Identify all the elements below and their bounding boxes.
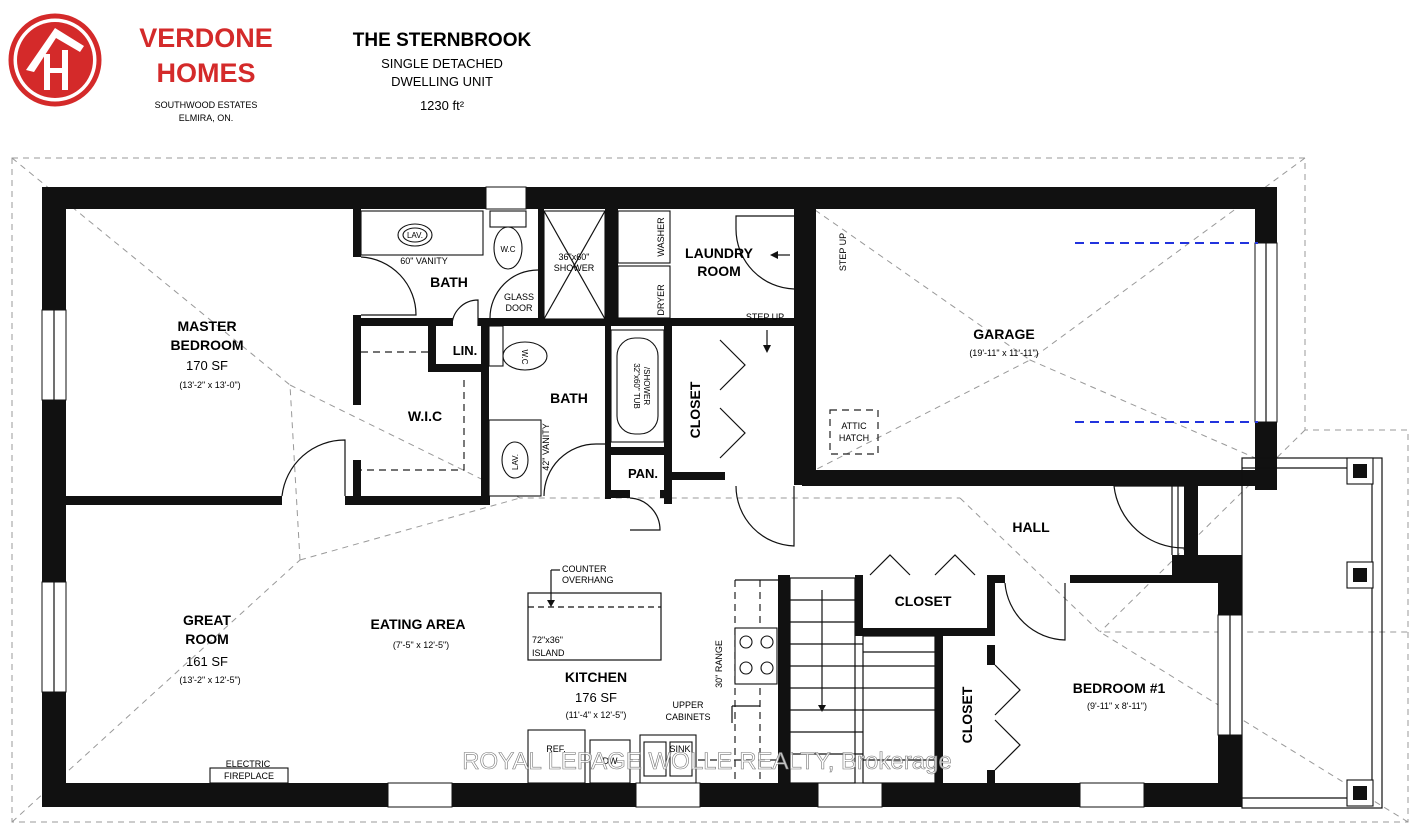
brokerage-watermark: ROYAL LEPAGE WOLLE REALTY, Brokerage	[462, 748, 952, 775]
location-line1: SOUTHWOOD ESTATES	[155, 100, 258, 110]
garage-features	[829, 242, 1258, 455]
vanity60-label: 60" VANITY	[400, 256, 448, 266]
vanity42-label: 42" VANITY	[541, 423, 551, 471]
laundry-name-line2: ROOM	[697, 263, 741, 279]
door-swings	[281, 215, 1185, 771]
step-up-garage-label: STEP UP	[838, 233, 848, 271]
great-room-name-line2: ROOM	[185, 631, 229, 647]
glass-door-line2: DOOR	[506, 303, 534, 313]
shower-label-line1: 36"x60"	[559, 252, 590, 262]
garage-name: GARAGE	[973, 326, 1034, 342]
ensuite-fixtures	[360, 210, 606, 320]
dishwasher-label: DW	[603, 756, 618, 766]
shower-label-line2: SHOWER	[554, 263, 595, 273]
laundry-fixtures	[617, 210, 790, 319]
brand-name-line2: HOMES	[156, 58, 255, 88]
sink-label: SINK	[669, 744, 690, 754]
model-type-line2: DWELLING UNIT	[391, 74, 493, 89]
pantry-name: PAN.	[628, 466, 658, 481]
garage-dims: (19'-11" x 11'-11")	[969, 348, 1038, 358]
attic-hatch-line1: ATTIC	[841, 421, 867, 431]
model-type-line1: SINGLE DETACHED	[381, 56, 503, 71]
main-bath-fixtures	[488, 325, 771, 497]
master-bedroom-dims: (13'-2" x 13'-0")	[179, 380, 240, 390]
ensuite-wc-label: W.C	[500, 245, 515, 254]
attic-hatch-line2: HATCH	[839, 433, 869, 443]
range-label: 30" RANGE	[714, 640, 724, 688]
staircase	[789, 577, 936, 784]
dryer-label: DRYER	[656, 284, 666, 316]
upper-cabinets-line2: CABINETS	[665, 712, 710, 722]
kitchen-fixtures	[209, 569, 778, 784]
fireplace-label-line2: FIREPLACE	[224, 771, 274, 781]
wic-name: W.I.C	[408, 408, 442, 424]
island-label-line1: 72"x36"	[532, 635, 563, 645]
island-label-line2: ISLAND	[532, 648, 565, 658]
bedroom1-name: BEDROOM #1	[1073, 680, 1166, 696]
fridge-label: REF.	[546, 744, 566, 754]
glass-door-line1: GLASS	[504, 292, 534, 302]
washer-label: WASHER	[656, 217, 666, 257]
brand-name-line1: VERDONE	[139, 23, 273, 53]
counter-overhang-line2: OVERHANG	[562, 575, 614, 585]
kitchen-dims: (11'-4" x 12'-5")	[566, 710, 627, 720]
main-bath-name: BATH	[550, 390, 588, 406]
main-lav-label: LAV.	[511, 454, 520, 470]
great-room-area: 161 SF	[186, 654, 228, 669]
tub-label-line2: /SHOWER	[642, 367, 651, 405]
master-bedroom-name-line1: MASTER	[177, 318, 236, 334]
great-room-dims: (13'-2" x 12'-5")	[179, 675, 240, 685]
porch-post	[1346, 779, 1374, 807]
ensuite-lav-label: LAV.	[407, 231, 423, 240]
kitchen-area: 176 SF	[575, 690, 617, 705]
fireplace-label-line1: ELECTRIC	[226, 759, 271, 769]
upper-closet-name: CLOSET	[895, 593, 952, 609]
hall-name: HALL	[1012, 519, 1050, 535]
main-wc-label: W.C	[520, 349, 529, 364]
bedroom-closet-name: CLOSET	[959, 686, 975, 743]
porch-post	[1346, 457, 1374, 485]
location-line2: ELMIRA, ON.	[179, 113, 234, 123]
interior-walls	[66, 209, 1220, 790]
porch-post	[1346, 561, 1374, 589]
model-area: 1230 ft²	[420, 98, 465, 113]
linen-name: LIN.	[453, 343, 478, 358]
tub-label-line1: 32"x60" TUB	[632, 363, 641, 409]
brand-logo	[8, 13, 102, 107]
windows	[41, 186, 1278, 808]
eating-area-dims: (7'-5" x 12'-5")	[393, 640, 449, 650]
ensuite-bath-name: BATH	[430, 274, 468, 290]
master-bedroom-area: 170 SF	[186, 358, 228, 373]
master-bedroom-name-line2: BEDROOM	[170, 337, 243, 353]
kitchen-name: KITCHEN	[565, 669, 627, 685]
front-porch	[1171, 457, 1383, 809]
hall-closet-name: CLOSET	[687, 381, 703, 438]
step-up-laundry-label: STEP UP	[746, 312, 784, 322]
wic-shelving	[361, 351, 465, 471]
great-room-name-line1: GREAT	[183, 612, 231, 628]
counter-overhang-line1: COUNTER	[562, 564, 607, 574]
eating-area-name: EATING AREA	[371, 616, 466, 632]
bedroom1-dims: (9'-11" x 8'-11")	[1087, 701, 1147, 711]
upper-cabinets-line1: UPPER	[672, 700, 704, 710]
laundry-name-line1: LAUNDRY	[685, 245, 754, 261]
model-name: THE STERNBROOK	[353, 30, 532, 51]
